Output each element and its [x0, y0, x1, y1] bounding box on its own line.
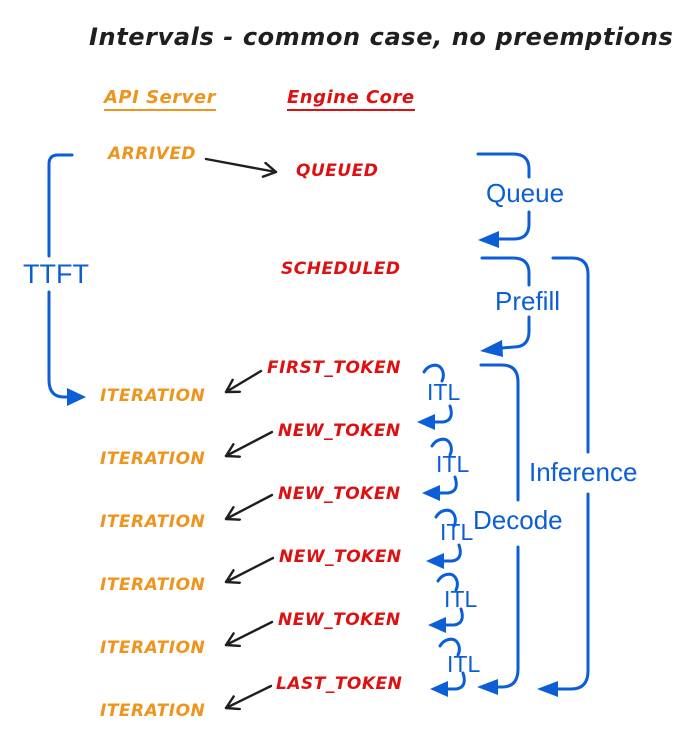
event-iteration-4: ITERATION — [100, 575, 206, 595]
event-iteration-2: ITERATION — [100, 449, 206, 469]
arrow-new-token-1-to-iteration — [224, 430, 274, 456]
event-arrived: ARRIVED — [108, 144, 197, 164]
arrow-first-token-to-iteration — [224, 369, 263, 394]
queue-bracket — [476, 152, 531, 248]
interval-queue-label: Queue — [486, 178, 565, 208]
interval-itl-label-3: ITL — [440, 519, 474, 545]
interval-inference-label: Inference — [529, 457, 638, 487]
interval-ttft-label: TTFT — [23, 259, 89, 289]
itl-bracket-5 — [430, 637, 466, 697]
interval-itl-label-2: ITL — [436, 451, 470, 477]
arrow-new-token-4-to-iteration — [224, 620, 274, 645]
event-iteration-5: ITERATION — [100, 638, 206, 658]
inference-bracket — [537, 256, 590, 697]
event-new-token-2: NEW_TOKEN — [278, 484, 401, 504]
itl-bracket-3 — [426, 508, 462, 569]
interval-itl-label-4: ITL — [444, 586, 478, 612]
column-header-engine-core: Engine Core — [287, 89, 415, 111]
event-new-token-4: NEW_TOKEN — [278, 610, 401, 630]
arrow-last-token-to-iteration — [224, 684, 273, 708]
ttft-bracket — [47, 153, 86, 406]
interval-prefill-label: Prefill — [495, 286, 561, 316]
itl-bracket-2 — [422, 437, 458, 501]
event-new-token-3: NEW_TOKEN — [279, 547, 402, 567]
itl-bracket-1 — [417, 363, 453, 430]
diagram-title: Intervals - common case, no preemptions — [89, 23, 674, 51]
decode-bracket — [477, 363, 520, 695]
event-last-token: LAST_TOKEN — [276, 674, 403, 694]
event-iteration-1: ITERATION — [100, 386, 206, 406]
arrow-new-token-2-to-iteration — [224, 493, 274, 519]
event-first-token: FIRST_TOKEN — [267, 358, 401, 378]
event-iteration-3: ITERATION — [100, 512, 206, 532]
event-scheduled: SCHEDULED — [281, 259, 401, 279]
event-iteration-6: ITERATION — [100, 701, 206, 721]
prefill-bracket — [480, 256, 531, 357]
arrow-new-token-3-to-iteration — [224, 556, 275, 582]
itl-bracket-4 — [428, 572, 464, 633]
column-header-api-server: API Server — [104, 89, 216, 111]
interval-itl-label-1: ITL — [427, 379, 461, 405]
interval-itl-label-5: ITL — [447, 651, 481, 677]
event-new-token-1: NEW_TOKEN — [278, 421, 401, 441]
arrow-arrived-to-queued — [204, 157, 278, 172]
interval-decode-label: Decode — [473, 505, 563, 535]
event-queued: QUEUED — [296, 161, 379, 181]
